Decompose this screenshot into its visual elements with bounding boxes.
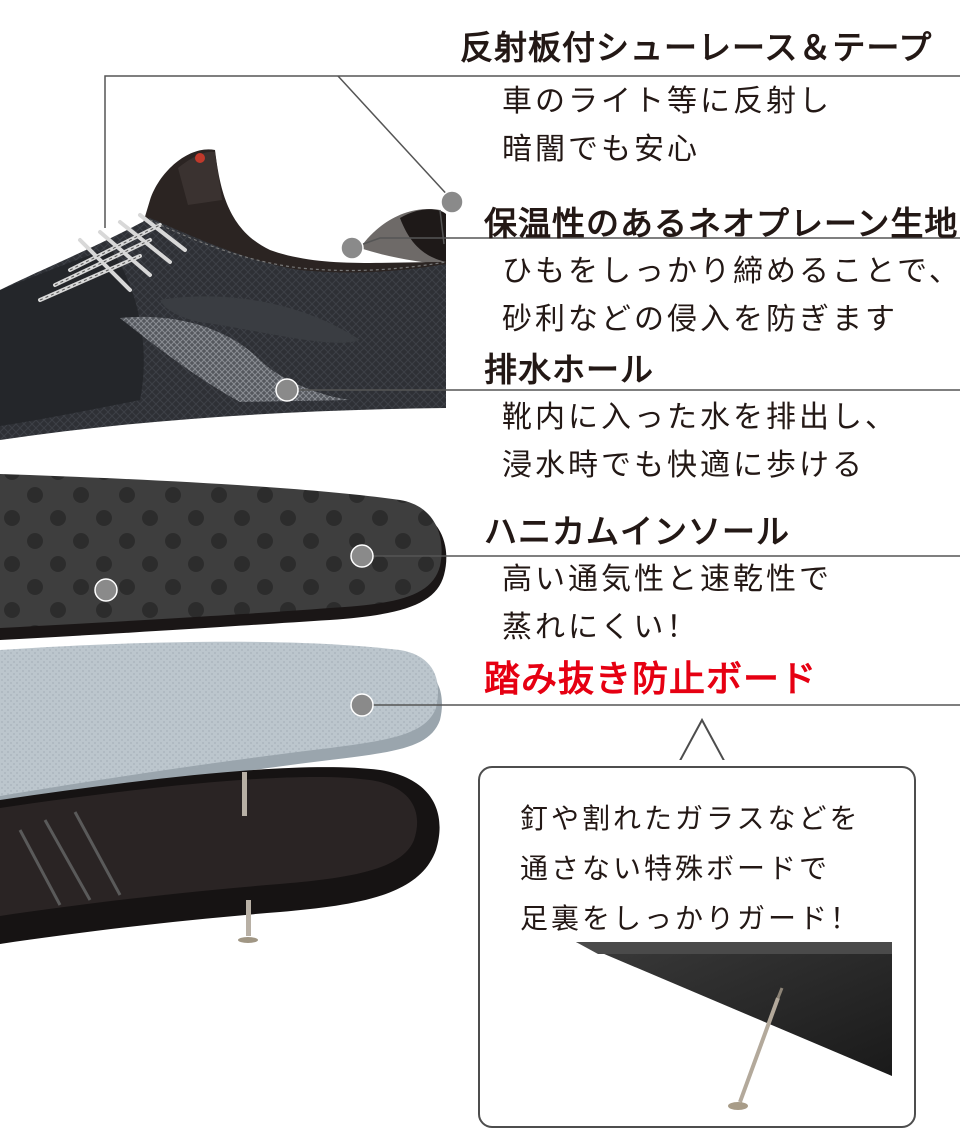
closeup-nail-icon [728, 987, 784, 1110]
board-illustration [0, 641, 442, 810]
marker-dots [94, 190, 464, 717]
marker-insole-2 [94, 578, 118, 602]
sole-illustration [0, 767, 440, 944]
marker-drain [275, 378, 299, 402]
feature-board-heading: 踏み抜き防止ボード [484, 659, 818, 700]
marker-reflector [440, 190, 464, 214]
feature-reflector-heading: 反射板付シューレース＆テープ [460, 28, 933, 67]
callout-text: 釘や割れたガラスなどを 通さない特殊ボードで 足裏をしっかりガード！ [520, 802, 862, 935]
feature-neoprene-heading: 保温性のあるネオプレーン生地 [484, 204, 959, 243]
leader-lines [104, 75, 960, 706]
feature-reflector-desc: 車のライト等に反射し 暗闇でも安心 [502, 84, 832, 167]
feature-insole-heading: ハニカムインソール [484, 512, 790, 551]
feature-insole-desc: 高い通気性と速乾性で 蒸れにくい！ [502, 562, 832, 645]
marker-board [350, 693, 374, 717]
marker-neoprene [340, 236, 364, 260]
feature-drain-heading: 排水ホール [484, 350, 654, 389]
callout-box: 釘や割れたガラスなどを 通さない特殊ボードで 足裏をしっかりガード！ [478, 766, 916, 1128]
callout-closeup-illustration [576, 942, 892, 1110]
shoe-illustration [0, 149, 447, 440]
feature-neoprene-desc: ひもをしっかり締めることで、 砂利などの侵入を防ぎます [502, 254, 960, 337]
feature-drain-desc: 靴内に入った水を排出し、 浸水時でも快適に歩ける [502, 400, 898, 483]
marker-insole [350, 544, 374, 568]
nail-icon [238, 772, 258, 943]
